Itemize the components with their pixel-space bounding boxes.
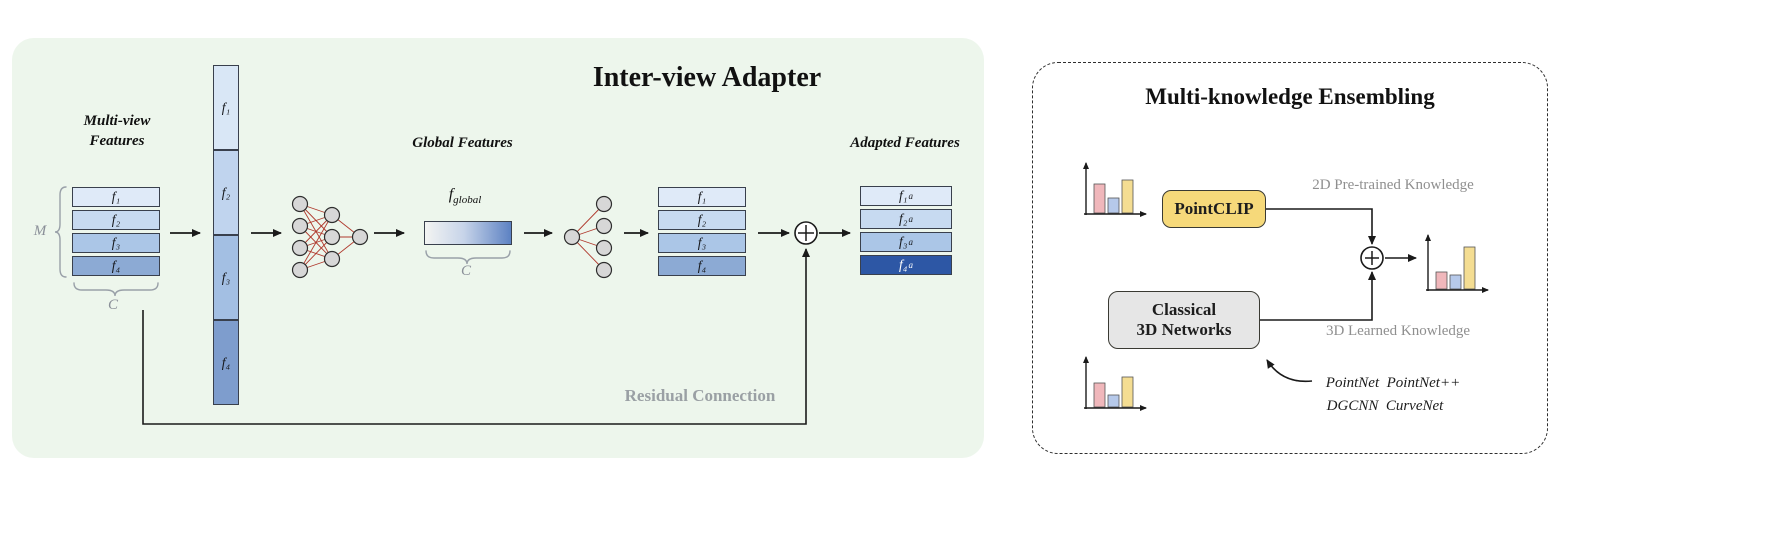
classical-line1: Classical	[1151, 299, 1217, 319]
feature-label: f₁	[697, 189, 707, 204]
classical-line2: 3D Networks	[1136, 320, 1232, 339]
knowledge-3d-label: 3D Learned Knowledge	[1325, 323, 1471, 339]
pointclip-label: PointCLIP	[1174, 198, 1254, 218]
feature-label: f₃	[221, 269, 231, 285]
concat-cell: f₁	[213, 65, 239, 150]
feature-label: f₃	[111, 235, 121, 250]
concat-cell: f₂	[213, 150, 239, 235]
feature-bar: f₁	[658, 187, 746, 207]
feature-bar: f₂	[658, 210, 746, 230]
multi-knowledge-panel	[1032, 62, 1548, 454]
concat-cell: f₃	[213, 235, 239, 320]
feature-label: f₁	[221, 99, 231, 115]
networks-list-line1: PointNet PointNet++	[1325, 375, 1461, 391]
feature-bar: f₂	[72, 210, 160, 230]
feature-label: f₂	[221, 184, 231, 200]
residual-connection-label: Residual Connection	[624, 386, 776, 405]
right-panel-title: Multi-knowledge Ensembling	[1145, 84, 1435, 109]
pointclip-box: PointCLIP	[1162, 190, 1266, 228]
feature-label: f₂	[697, 212, 707, 227]
feature-label: f₁	[111, 189, 121, 204]
feature-bar: f₃	[658, 233, 746, 253]
f-global-base: f	[448, 186, 454, 203]
feature-bar: f₁	[72, 187, 160, 207]
adapted-features-label: Adapted Features	[850, 135, 960, 151]
multiview-features-line2: Features	[89, 132, 145, 149]
multiview-features-line1: Multi-view	[83, 113, 151, 129]
feature-bar: f₄	[72, 256, 160, 276]
feature-label: f₄	[111, 258, 121, 273]
feature-bar: f₄	[658, 256, 746, 276]
feature-bar: f₃	[72, 233, 160, 253]
knowledge-2d-label: 2D Pre-trained Knowledge	[1312, 177, 1474, 193]
feature-label: f₃	[899, 234, 908, 249]
feature-label: f₄	[221, 354, 231, 370]
feature-label: f₁	[899, 188, 908, 203]
dim-c-label: C	[460, 263, 471, 279]
feature-label: f₄	[697, 258, 707, 273]
left-panel-title: Inter-view Adapter	[592, 62, 822, 93]
multiview-features-label: Multi-view Features	[55, 112, 179, 151]
concat-cell: f₄	[213, 320, 239, 405]
classical-3d-networks-box: Classical 3D Networks	[1108, 291, 1260, 349]
networks-list-line2: DGCNN CurveNet	[1326, 398, 1444, 414]
f-global-sub: global	[453, 194, 482, 207]
dim-m-label: M	[33, 223, 47, 239]
global-feature-bar	[424, 221, 512, 245]
feature-label: f₂	[899, 211, 908, 226]
f-global-label: fglobal	[415, 186, 515, 206]
feature-label: f₄	[899, 257, 908, 272]
dim-c-label: C	[107, 297, 118, 313]
feature-label: f₂	[111, 212, 121, 227]
feature-label: f₃	[697, 235, 707, 250]
global-features-label: Global Features	[412, 135, 513, 151]
